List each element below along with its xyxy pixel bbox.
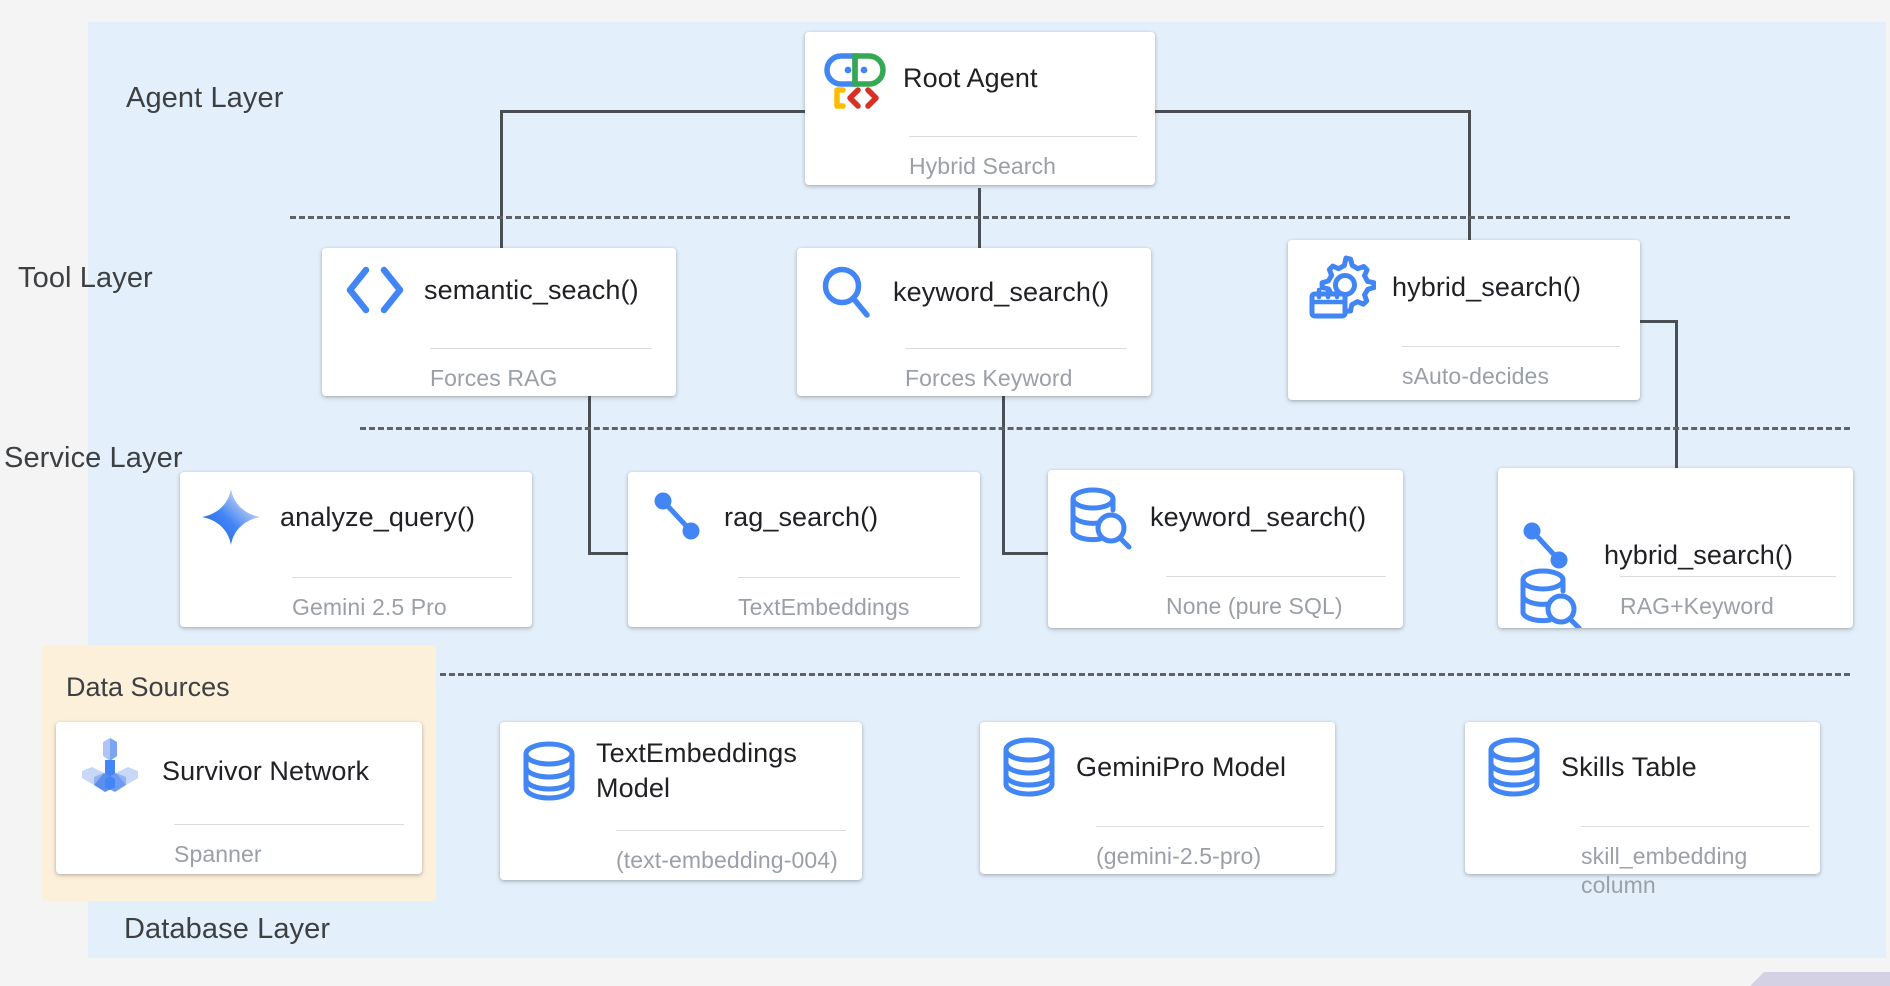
database-icon (518, 740, 580, 802)
database-icon (1483, 736, 1545, 798)
card-title: Skills Table (1561, 751, 1697, 782)
connector-keyword-to-service (1002, 552, 1082, 555)
connector-hybrid-right (1640, 320, 1678, 323)
card-root-agent[interactable]: Root Agent Hybrid Search (805, 32, 1155, 185)
card-subtitle: sAuto-decides (1402, 363, 1550, 389)
database-search-icon (1066, 484, 1134, 550)
card-subtitle: Hybrid Search (909, 153, 1057, 179)
card-subtitle: None (pure SQL) (1166, 593, 1343, 619)
gemini-sparkle-icon (198, 486, 264, 548)
card-title: rag_search() (724, 501, 879, 532)
card-subtitle: (text-embedding-004) (616, 847, 838, 873)
card-title: hybrid_search() (1604, 539, 1794, 570)
gear-panel-icon (1306, 254, 1376, 320)
card-header: hybrid_search() (1498, 468, 1853, 628)
connector-semantic-down (588, 395, 591, 555)
card-header: keyword_search() (1048, 470, 1403, 550)
card-db-textembeddings-model[interactable]: TextEmbeddings Model (text-embedding-004… (500, 722, 862, 880)
card-divider (905, 348, 1127, 349)
layer-label-service: Service Layer (4, 442, 183, 474)
card-datasource-survivor-network[interactable]: Survivor Network Spanner (56, 722, 422, 874)
spanner-icon (74, 736, 146, 806)
card-title: Survivor Network (162, 755, 370, 786)
card-subtitle: Spanner (174, 841, 262, 867)
node-link-icon (646, 486, 708, 548)
code-brackets-icon (340, 262, 408, 318)
card-subtitle: RAG+Keyword (1620, 593, 1774, 619)
card-subtitle: Forces Keyword (905, 365, 1073, 391)
database-icon (998, 736, 1060, 798)
card-db-skills-table[interactable]: Skills Table skill_embedding column (1465, 722, 1820, 898)
connector-keyword-down (1002, 395, 1005, 555)
card-divider (292, 577, 512, 578)
magnifier-icon (815, 262, 877, 322)
card-divider (174, 824, 404, 825)
card-title: analyze_query() (280, 501, 476, 532)
card-title: semantic_seach() (424, 274, 639, 305)
node-link-database-search-icon (1516, 482, 1588, 628)
card-title: keyword_search() (1150, 501, 1367, 532)
card-title: GeminiPro Model (1076, 751, 1287, 782)
layer-label-database: Database Layer (124, 913, 331, 945)
card-subtitle: TextEmbeddings (738, 594, 910, 620)
connector-bus-to-hybrid (1468, 110, 1471, 248)
card-subtitle: Forces RAG (430, 365, 558, 391)
card-tool-semantic-search[interactable]: semantic_seach() Forces RAG (322, 248, 676, 396)
card-header: keyword_search() (797, 248, 1151, 322)
card-title: keyword_search() (893, 276, 1110, 307)
card-header: semantic_seach() (322, 248, 676, 318)
connector-bus-to-semantic (500, 110, 503, 248)
card-title: TextEmbeddings Model (596, 738, 798, 803)
card-title: hybrid_search() (1392, 271, 1582, 302)
card-divider (909, 136, 1137, 137)
card-title: Root Agent (903, 62, 1038, 93)
card-header: rag_search() (628, 472, 980, 548)
card-header: GeminiPro Model (980, 722, 1335, 798)
separator-service-database (440, 673, 1850, 676)
card-service-hybrid-search[interactable]: hybrid_search() RAG+Keyword (1498, 468, 1853, 628)
corner-sliver (1750, 972, 1890, 986)
card-service-rag-search[interactable]: rag_search() TextEmbeddings (628, 472, 980, 627)
card-header: TextEmbeddings Model (500, 722, 862, 805)
card-service-analyze-query[interactable]: analyze_query() Gemini 2.5 Pro (180, 472, 532, 627)
card-subtitle: Gemini 2.5 Pro (292, 594, 447, 620)
card-header: Survivor Network (56, 722, 422, 806)
card-divider (1166, 576, 1386, 577)
card-subtitle: (gemini-2.5-pro) (1096, 843, 1262, 869)
card-divider (1620, 576, 1836, 577)
data-sources-title: Data Sources (66, 672, 230, 702)
layer-label-tool: Tool Layer (18, 262, 153, 294)
card-header: hybrid_search() (1288, 240, 1640, 320)
card-header: analyze_query() (180, 472, 532, 548)
layer-label-agent: Agent Layer (126, 82, 284, 114)
card-divider (430, 348, 652, 349)
adk-agent-icon (823, 46, 887, 110)
card-divider (738, 577, 960, 578)
card-subtitle: skill_embedding column (1581, 843, 1748, 898)
card-header: Skills Table (1465, 722, 1820, 798)
card-tool-hybrid-search[interactable]: hybrid_search() sAuto-decides (1288, 240, 1640, 400)
connector-hybrid-down (1675, 320, 1678, 472)
card-service-keyword-search[interactable]: keyword_search() None (pure SQL) (1048, 470, 1403, 628)
separator-agent-tool (290, 216, 1790, 219)
card-db-geminipro-model[interactable]: GeminiPro Model (gemini-2.5-pro) (980, 722, 1335, 874)
card-divider (1402, 346, 1620, 347)
card-divider (1096, 826, 1324, 827)
separator-tool-service (360, 427, 1850, 430)
card-divider (616, 830, 846, 831)
card-header: Root Agent (805, 32, 1155, 110)
card-tool-keyword-search[interactable]: keyword_search() Forces Keyword (797, 248, 1151, 396)
card-divider (1581, 826, 1809, 827)
